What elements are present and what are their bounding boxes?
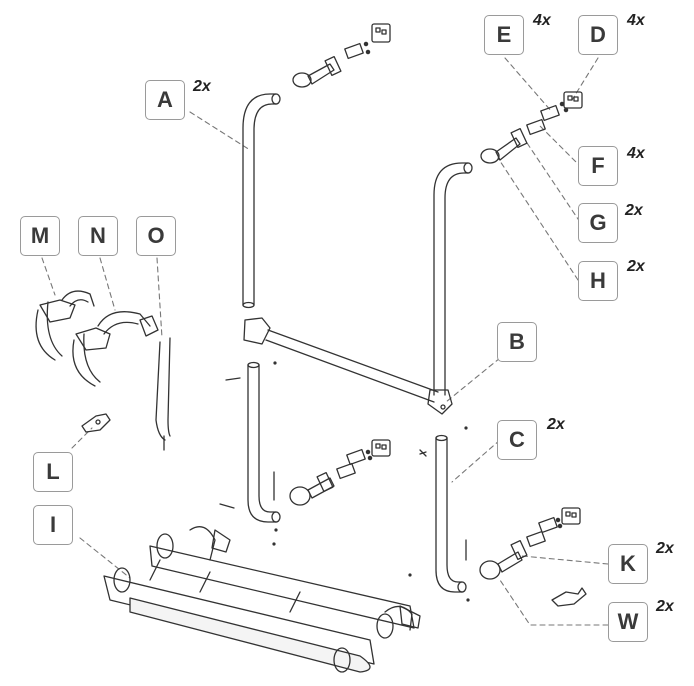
part-n-strap [72, 311, 159, 387]
label-k-text: K [620, 551, 636, 576]
label-g: G [578, 203, 618, 243]
qty-g: 2x [625, 202, 643, 219]
part-m-strap [35, 290, 95, 361]
clamp-assembly-middle [219, 439, 391, 509]
label-e: E [484, 15, 524, 55]
part-w-clip [551, 587, 587, 607]
qty-w: 2x [656, 598, 674, 615]
loose-screws [225, 377, 427, 455]
label-a-text: A [157, 87, 173, 112]
loose-hardware [272, 361, 470, 602]
part-c-left-tube [247, 361, 281, 523]
label-i: I [33, 505, 73, 545]
label-o: O [136, 216, 176, 256]
label-n-text: N [90, 223, 106, 248]
clamp-assembly-right [480, 91, 583, 164]
label-g-text: G [589, 210, 607, 235]
part-c-right-tube [435, 434, 467, 593]
label-d-text: D [590, 22, 606, 47]
qty-e: 4x [533, 12, 551, 29]
label-d: D [578, 15, 618, 55]
label-f-text: F [591, 153, 605, 178]
label-m: M [20, 216, 60, 256]
part-o-strap [155, 337, 171, 451]
label-l: L [33, 452, 73, 492]
label-c-text: C [509, 427, 525, 452]
part-a-right-tube [433, 162, 473, 396]
leader-lines [41, 57, 609, 626]
label-w-text: W [617, 609, 639, 634]
label-m-text: M [30, 223, 50, 248]
label-h-text: H [590, 268, 606, 293]
label-k: K [608, 544, 648, 584]
part-b-cross-bar [243, 317, 453, 415]
label-o-text: O [147, 223, 165, 248]
label-a: A [145, 80, 185, 120]
clamp-assembly-top [292, 23, 391, 88]
qty-h: 2x [627, 258, 645, 275]
label-b: B [497, 322, 537, 362]
part-l-clip [81, 413, 111, 433]
label-h: H [578, 261, 618, 301]
part-a-left-tube [242, 93, 281, 309]
label-i-text: I [49, 512, 57, 537]
part-i-rail-base [103, 526, 421, 673]
qty-d: 4x [627, 12, 645, 29]
qty-k: 2x [656, 540, 674, 557]
qty-a: 2x [193, 78, 211, 95]
label-l-text: L [46, 459, 60, 484]
label-f: F [578, 146, 618, 186]
label-w: W [608, 602, 648, 642]
qty-f: 4x [627, 145, 645, 162]
clamp-assembly-bottom [419, 449, 581, 580]
label-e-text: E [496, 22, 512, 47]
label-b-text: B [509, 329, 525, 354]
label-c: C [497, 420, 537, 460]
qty-c: 2x [547, 416, 565, 433]
label-n: N [78, 216, 118, 256]
